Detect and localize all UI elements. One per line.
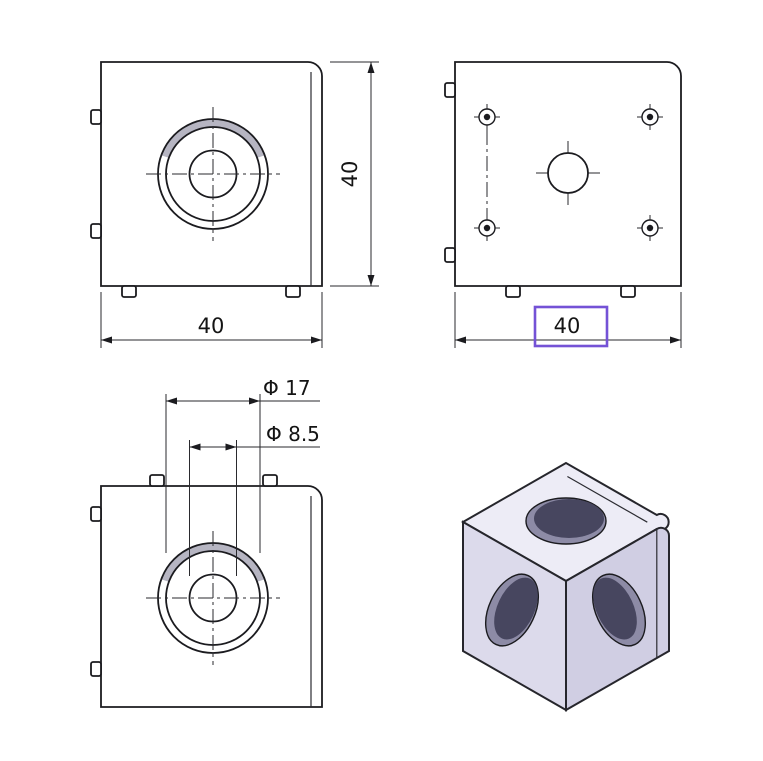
tab (90, 661, 102, 677)
left-face-hole (484, 573, 540, 647)
arrowhead-right (311, 336, 322, 344)
arrowhead-left (101, 336, 112, 344)
back-view: 40 (444, 61, 682, 348)
dim-bore: Φ 8.5 (189, 422, 320, 576)
dim-label: 40 (198, 314, 225, 338)
screw-hole (474, 215, 500, 241)
front-view: 40 40 (90, 61, 379, 348)
hole-center-dot (646, 113, 654, 121)
arrowhead-left (166, 397, 177, 405)
highlight-box[interactable] (533, 305, 609, 348)
arrowhead-right (225, 443, 237, 451)
dim-front-height: 40 (330, 61, 379, 287)
spring-tabs (444, 82, 636, 298)
spring-tabs (90, 474, 278, 677)
extension-lines (100, 292, 323, 348)
center-hole-circle (547, 152, 589, 194)
counterbore-shading (161, 542, 265, 582)
detail-view: Φ 17 Φ 8.5 (90, 376, 323, 708)
extension-lines (189, 440, 237, 576)
tab (285, 285, 301, 298)
top-face-hole (525, 497, 607, 545)
spring-tabs (90, 109, 301, 298)
tab (620, 285, 636, 298)
arrowhead-top (367, 62, 375, 73)
dim-label: Φ 17 (263, 376, 311, 400)
dim-back-width: 40 (454, 292, 682, 348)
hole-deep (593, 577, 637, 640)
tab (90, 109, 102, 125)
dim-counterbore: Φ 17 (165, 376, 320, 553)
arrowhead-left (189, 443, 201, 451)
right-face-hole (591, 573, 647, 647)
centerlines (146, 107, 280, 241)
centerlines (146, 531, 280, 665)
tab (149, 474, 165, 487)
extension-lines (165, 394, 261, 553)
rounded-edge-line-top (567, 475, 648, 523)
arrowhead-left (455, 336, 466, 344)
screw-hole (474, 104, 500, 130)
counterbore-shading (161, 118, 265, 158)
dim-label: Φ 8.5 (266, 422, 320, 446)
screw-hole (637, 215, 663, 241)
arrowhead-right (670, 336, 681, 344)
hole-center-dot (483, 113, 491, 121)
tab (90, 506, 102, 522)
isometric-view (460, 461, 671, 712)
tab (262, 474, 278, 487)
hole-deep (494, 577, 538, 640)
arrowhead-right (249, 397, 260, 405)
tab (444, 82, 456, 98)
tab (90, 223, 102, 239)
dim-label: 40 (554, 314, 581, 338)
dim-front-width: 40 (100, 292, 323, 348)
tab (505, 285, 521, 298)
dim-label: 40 (338, 161, 362, 188)
screw-hole (637, 104, 663, 130)
hole-center-dot (646, 224, 654, 232)
arrowhead-bottom (367, 275, 375, 286)
tab (121, 285, 137, 298)
hole-center-dot (483, 224, 491, 232)
extension-lines (454, 292, 682, 348)
tab (444, 247, 456, 263)
hole-deep (534, 499, 604, 538)
